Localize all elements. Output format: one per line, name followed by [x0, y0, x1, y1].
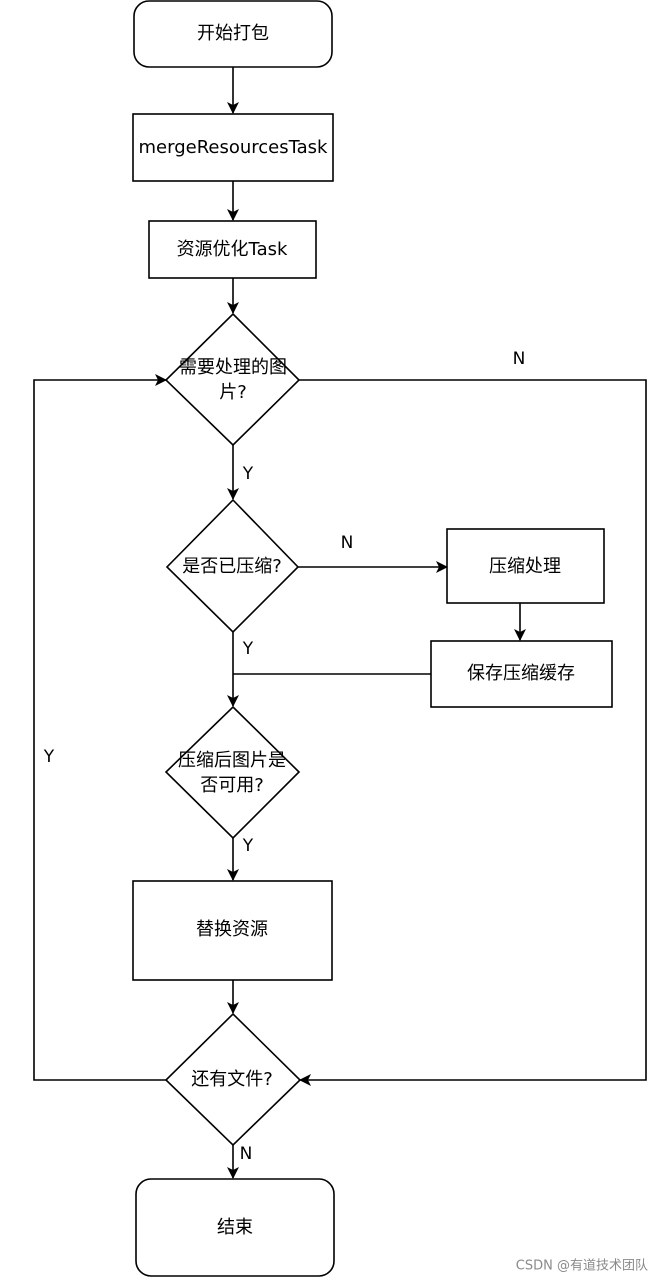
- watermark-text: CSDN @有道技术团队: [516, 1259, 648, 1274]
- compress-node: [446, 528, 605, 604]
- more-files-label: 还有文件?: [191, 1069, 273, 1090]
- compressed-label: 是否已压缩?: [182, 556, 282, 577]
- need-process-label-line1: 需要处理的图: [179, 357, 287, 378]
- more-files-decision: [164, 1012, 302, 1147]
- more-files-no-label: N: [240, 1144, 253, 1164]
- compressed-yes-label: Y: [242, 639, 254, 659]
- replace-label: 替换资源: [196, 919, 268, 940]
- usable-label-line2: 否可用?: [200, 775, 264, 796]
- compressed-no-label: N: [341, 533, 354, 553]
- save-cache-label: 保存压缩缓存: [467, 663, 575, 684]
- end-node-label: 结束: [217, 1217, 253, 1238]
- edge-need-process-no: [299, 379, 647, 1086]
- compressed-decision: [165, 498, 300, 634]
- start-node-label: 开始打包: [197, 23, 269, 44]
- need-process-decision: [164, 312, 301, 447]
- start-node: [133, 0, 333, 68]
- save-cache-node: [430, 640, 613, 708]
- end-node: [135, 1178, 335, 1277]
- merge-resources-task-label: mergeResourcesTask: [139, 137, 329, 158]
- edge-more-files-yes: [33, 374, 167, 1081]
- optimize-task-node: [148, 220, 317, 279]
- more-files-yes-label: Y: [43, 747, 55, 767]
- merge-resources-task-node: [132, 113, 334, 182]
- replace-node: [132, 880, 333, 981]
- need-process-no-label: N: [513, 349, 526, 369]
- compress-label: 压缩处理: [489, 556, 561, 577]
- need-process-yes-label: Y: [242, 464, 254, 484]
- need-process-label-line2: 片?: [219, 382, 247, 403]
- optimize-task-label: 资源优化Task: [177, 239, 288, 260]
- usable-label-line1: 压缩后图片是: [178, 750, 286, 771]
- usable-yes-label: Y: [242, 836, 254, 856]
- usable-decision: [164, 705, 301, 840]
